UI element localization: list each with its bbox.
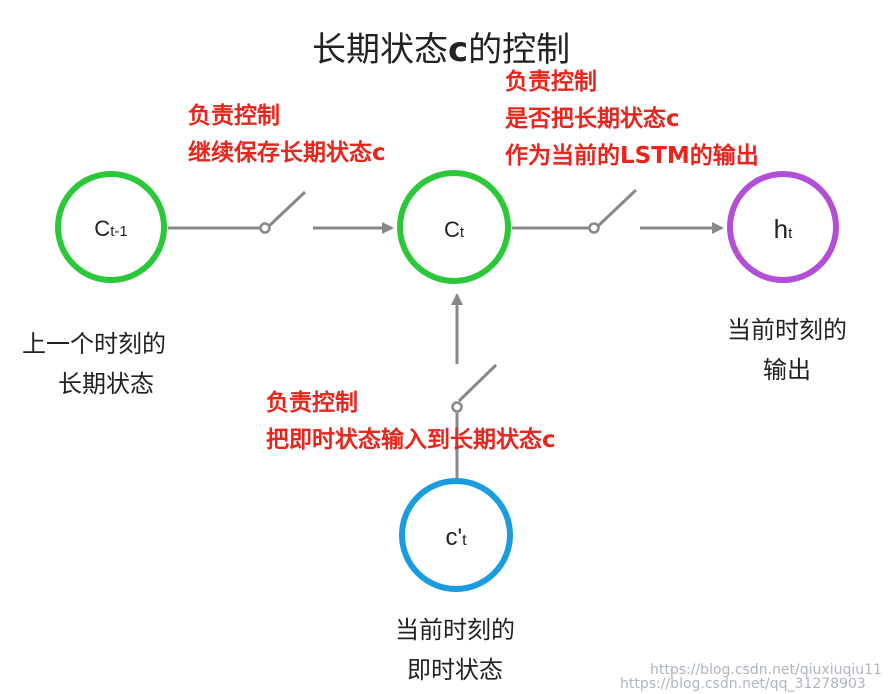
forget-gate-switch bbox=[266, 190, 307, 229]
note-output-gate: 负责控制 是否把长期状态c 作为当前的LSTM的输出 bbox=[505, 64, 759, 175]
node-output-circle bbox=[727, 171, 839, 283]
connections bbox=[168, 188, 724, 480]
output-gate-switch bbox=[595, 188, 638, 229]
title-bold-c: c bbox=[448, 30, 469, 70]
diagram-title: 长期状态c的控制 bbox=[312, 22, 570, 71]
svg-text:ht: ht bbox=[774, 214, 793, 244]
watermark-line-2: https://blog.csdn.net/qq_31278903 bbox=[620, 676, 866, 692]
note-forget-line-1: 负责控制 bbox=[188, 103, 280, 129]
watermark-line-1: https://blog.csdn.net/qiuxiuqiu11 bbox=[650, 662, 882, 678]
node-prev-circle bbox=[55, 171, 167, 283]
node-candidate-main: c' bbox=[445, 524, 462, 551]
node-output: ht bbox=[727, 171, 839, 283]
note-output-line-2: 是否把长期状态c bbox=[505, 106, 680, 132]
input-gate-switch bbox=[457, 363, 498, 403]
caption-candidate-line-2: 即时状态 bbox=[407, 656, 503, 684]
forget-gate-pivot bbox=[259, 222, 271, 234]
note-output-line-1: 负责控制 bbox=[505, 69, 597, 95]
node-output-sub: t bbox=[788, 225, 793, 242]
note-input-line-2: 把即时状态输入到长期状态c bbox=[266, 427, 556, 453]
caption-prev-line-1: 上一个时刻的 bbox=[22, 330, 166, 358]
caption-output-line-1: 当前时刻的 bbox=[727, 316, 847, 344]
caption-candidate-line-1: 当前时刻的 bbox=[395, 616, 515, 644]
node-prev-sub: t-1 bbox=[110, 223, 128, 240]
node-candidate-circle bbox=[399, 478, 513, 592]
node-candidate-sub: t bbox=[462, 532, 467, 549]
note-input-line-1: 负责控制 bbox=[266, 390, 358, 416]
title-prefix: 长期状态 bbox=[312, 30, 448, 70]
note-forget-gate: 负责控制 继续保存长期状态c bbox=[188, 98, 386, 172]
svg-text:Ct-1: Ct-1 bbox=[94, 216, 127, 241]
caption-prev-state: 上一个时刻的 长期状态 bbox=[22, 324, 166, 404]
node-curr-state: Ct bbox=[397, 170, 511, 284]
caption-output-line-2: 输出 bbox=[763, 356, 811, 384]
caption-candidate: 当前时刻的 即时状态 bbox=[380, 610, 530, 690]
node-prev-state: Ct-1 bbox=[55, 171, 167, 283]
caption-output: 当前时刻的 输出 bbox=[712, 310, 862, 390]
svg-text:Ct: Ct bbox=[444, 217, 465, 242]
node-prev-main: C bbox=[94, 216, 110, 241]
note-output-line-3: 作为当前的LSTM的输出 bbox=[505, 143, 759, 169]
node-curr-circle bbox=[397, 170, 511, 284]
input-gate-pivot bbox=[451, 401, 463, 413]
node-curr-main: C bbox=[444, 217, 460, 242]
output-gate-pivot bbox=[588, 222, 600, 234]
node-candidate: c't bbox=[399, 478, 513, 592]
svg-text:c't: c't bbox=[445, 524, 467, 551]
note-forget-line-2: 继续保存长期状态c bbox=[188, 140, 386, 166]
node-curr-sub: t bbox=[460, 224, 465, 241]
note-input-gate: 负责控制 把即时状态输入到长期状态c bbox=[266, 385, 556, 459]
title-suffix: 的控制 bbox=[468, 30, 571, 70]
caption-prev-line-2: 长期状态 bbox=[58, 370, 154, 398]
node-output-main: h bbox=[774, 214, 788, 244]
